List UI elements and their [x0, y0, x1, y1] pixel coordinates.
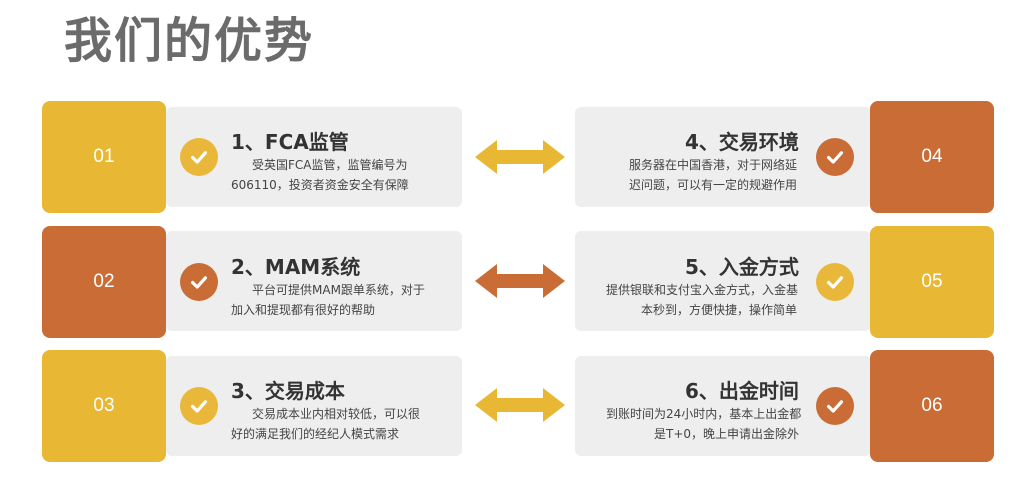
advantage-heading-4: 4、交易环境	[685, 130, 799, 154]
number-block-03: 03	[42, 350, 166, 462]
check-icon	[816, 387, 854, 425]
advantage-heading-5: 5、入金方式	[685, 255, 799, 279]
advantage-heading-2: 2、MAM系统	[231, 255, 361, 279]
advantage-heading-6: 6、出金时间	[685, 379, 799, 403]
advantage-heading-1: 1、FCA监管	[231, 130, 349, 154]
check-icon	[180, 263, 218, 301]
advantage-desc-3b: 好的满足我们的经纪人模式需求	[231, 427, 400, 441]
number-block-02: 02	[42, 226, 166, 338]
double-arrow-icon	[475, 140, 565, 174]
advantage-desc-4a: 服务器在中国香港，对于网络延	[629, 158, 798, 172]
advantage-desc-1a: 受英国FCA监管，监管编号为	[252, 158, 408, 172]
advantage-desc-2a: 平台可提供MAM跟单系统，对于	[252, 283, 425, 297]
page-title: 我们的优势	[64, 13, 315, 69]
advantage-desc-6a: 到账时间为24小时内，基本上出金都	[606, 407, 802, 421]
check-icon	[180, 138, 218, 176]
advantage-desc-5b: 本秒到，方便快捷，操作简单	[641, 303, 798, 317]
number-block-04: 04	[870, 101, 994, 213]
advantage-desc-6b: 是T+0，晚上申请出金除外	[654, 427, 800, 441]
number-block-01: 01	[42, 101, 166, 213]
advantage-desc-1b: 606110，投资者资金安全有保障	[231, 178, 409, 192]
advantage-heading-3: 3、交易成本	[231, 379, 345, 403]
number-block-05: 05	[870, 226, 994, 338]
check-icon	[816, 263, 854, 301]
advantage-desc-2b: 加入和提现都有很好的帮助	[231, 303, 376, 317]
double-arrow-icon	[475, 388, 565, 422]
number-block-06: 06	[870, 350, 994, 462]
check-icon	[816, 138, 854, 176]
advantage-desc-3a: 交易成本业内相对较低，可以很	[252, 407, 421, 421]
advantage-desc-5a: 提供银联和支付宝入金方式，入金基	[606, 283, 799, 297]
double-arrow-icon	[475, 264, 565, 298]
advantage-desc-4b: 迟问题，可以有一定的规避作用	[629, 178, 798, 192]
check-icon	[180, 387, 218, 425]
